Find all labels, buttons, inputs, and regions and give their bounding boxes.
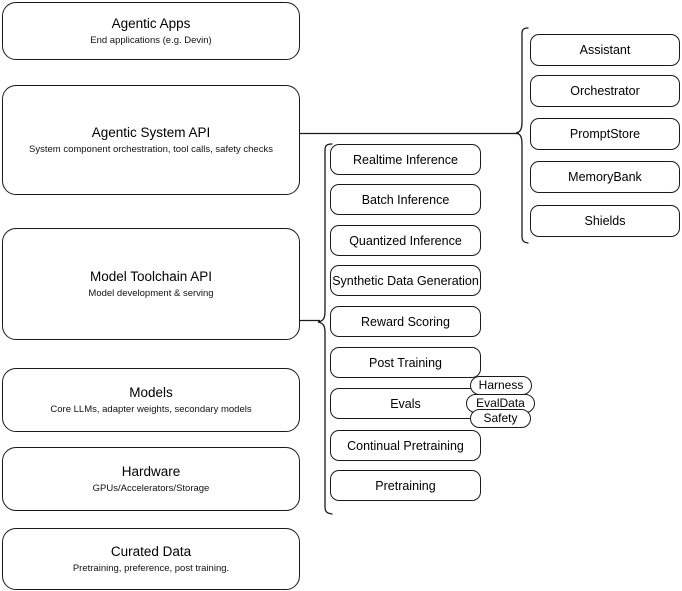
toolchain-item-reward-scoring[interactable]: Reward Scoring bbox=[330, 306, 481, 337]
toolchain-item-label: Reward Scoring bbox=[361, 314, 450, 329]
evals-badge-label: Harness bbox=[478, 378, 524, 392]
toolchain-item-evals[interactable]: Evals bbox=[330, 388, 481, 419]
evals-badge-harness[interactable]: Harness bbox=[470, 376, 532, 395]
system-item-label: Assistant bbox=[579, 43, 631, 57]
toolchain-item-label: Realtime Inference bbox=[353, 152, 458, 167]
layer-subtitle: Core LLMs, adapter weights, secondary mo… bbox=[50, 404, 252, 415]
system-item-label: MemoryBank bbox=[568, 170, 642, 184]
toolchain-item-continual-pretraining[interactable]: Continual Pretraining bbox=[330, 430, 481, 461]
toolchain-item-label: Synthetic Data Generation bbox=[332, 273, 479, 288]
layer-subtitle: GPUs/Accelerators/Storage bbox=[92, 483, 210, 494]
layer-subtitle: System component orchestration, tool cal… bbox=[29, 144, 273, 155]
system-item-orchestrator[interactable]: Orchestrator bbox=[530, 75, 680, 107]
system-item-assistant[interactable]: Assistant bbox=[530, 34, 680, 66]
toolchain-item-label: Batch Inference bbox=[361, 192, 450, 207]
layer-models[interactable]: Models Core LLMs, adapter weights, secon… bbox=[2, 368, 300, 432]
system-item-shields[interactable]: Shields bbox=[530, 205, 680, 237]
system-components-brace bbox=[508, 26, 532, 250]
toolchain-item-label: Pretraining bbox=[375, 478, 436, 493]
layer-title: Model Toolchain API bbox=[89, 269, 213, 284]
system-item-memorybank[interactable]: MemoryBank bbox=[530, 161, 680, 193]
toolchain-item-realtime-inference[interactable]: Realtime Inference bbox=[330, 144, 481, 175]
toolchain-api-connector-line bbox=[298, 313, 324, 329]
toolchain-item-quantized-inference[interactable]: Quantized Inference bbox=[330, 225, 481, 256]
layer-title: Agentic System API bbox=[91, 125, 211, 140]
evals-badge-label: Safety bbox=[483, 411, 518, 425]
layer-model-toolchain-api[interactable]: Model Toolchain API Model development & … bbox=[2, 228, 300, 340]
toolchain-item-synthetic-data-generation[interactable]: Synthetic Data Generation bbox=[330, 265, 481, 296]
system-item-label: Orchestrator bbox=[570, 84, 640, 98]
evals-badge-label: EvalData bbox=[476, 396, 525, 410]
layer-subtitle: End applications (e.g. Devin) bbox=[90, 35, 212, 46]
evals-badge-safety[interactable]: Safety bbox=[470, 409, 531, 428]
layer-curated-data[interactable]: Curated Data Pretraining, preference, po… bbox=[2, 528, 300, 590]
layer-title: Curated Data bbox=[110, 544, 192, 559]
toolchain-item-label: Post Training bbox=[369, 355, 442, 370]
layer-agentic-apps[interactable]: Agentic Apps End applications (e.g. Devi… bbox=[2, 2, 300, 60]
layer-title: Hardware bbox=[121, 464, 181, 479]
system-api-connector-line bbox=[298, 126, 522, 142]
toolchain-item-label: Evals bbox=[390, 396, 421, 411]
system-item-label: Shields bbox=[584, 214, 626, 228]
toolchain-item-label: Continual Pretraining bbox=[347, 438, 464, 453]
toolchain-item-post-training[interactable]: Post Training bbox=[330, 347, 481, 378]
layer-agentic-system-api[interactable]: Agentic System API System component orch… bbox=[2, 85, 300, 195]
layer-title: Agentic Apps bbox=[111, 16, 191, 31]
toolchain-item-pretraining[interactable]: Pretraining bbox=[330, 470, 481, 501]
layer-hardware[interactable]: Hardware GPUs/Accelerators/Storage bbox=[2, 447, 300, 511]
toolchain-item-batch-inference[interactable]: Batch Inference bbox=[330, 184, 481, 215]
layer-subtitle: Model development & serving bbox=[88, 288, 214, 299]
system-item-label: PromptStore bbox=[569, 127, 641, 141]
layer-title: Models bbox=[129, 385, 173, 400]
layer-subtitle: Pretraining, preference, post training. bbox=[72, 563, 230, 574]
toolchain-item-label: Quantized Inference bbox=[349, 233, 462, 248]
toolchain-components-brace bbox=[310, 141, 334, 521]
system-item-promptstore[interactable]: PromptStore bbox=[530, 118, 680, 150]
